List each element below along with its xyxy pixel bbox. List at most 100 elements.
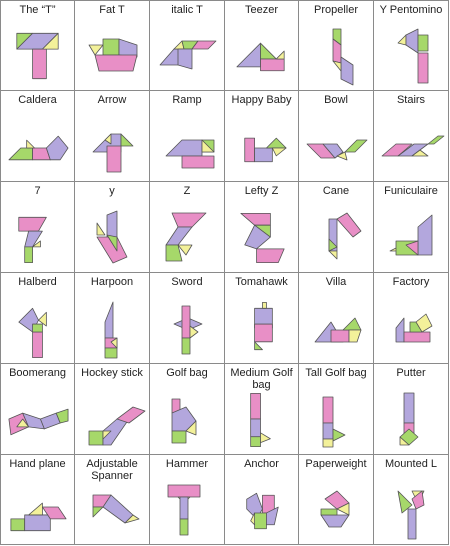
green-piece — [181, 337, 191, 355]
purple-piece — [236, 42, 261, 68]
cell-label: Villa — [325, 276, 347, 288]
purple-piece — [104, 301, 114, 339]
yellow-piece — [189, 325, 199, 339]
purple-piece — [407, 508, 417, 540]
cell-label: Medium Golf bag — [230, 367, 293, 391]
tangram-figure — [152, 207, 222, 269]
purple-piece — [118, 38, 138, 58]
tangram-figure — [152, 389, 222, 451]
pink-piece — [417, 52, 429, 84]
green-piece — [8, 147, 33, 161]
yellow-piece — [411, 149, 429, 157]
pink-piece — [254, 323, 273, 343]
yellow-piece — [399, 436, 410, 446]
yellow-piece — [102, 430, 112, 440]
tangram-figure — [152, 25, 222, 87]
puzzle-cell: Mounted L — [374, 455, 449, 545]
cell-label: Fat T — [99, 4, 125, 16]
puzzle-cell: Cane — [299, 182, 374, 273]
green-piece — [254, 512, 267, 530]
pink-piece — [181, 305, 191, 339]
puzzle-cell: Halberd — [0, 273, 75, 364]
cell-label: Hockey stick — [81, 367, 143, 379]
cell-label: Bowl — [324, 94, 348, 106]
tangram-figure — [77, 25, 147, 87]
pink-piece — [411, 490, 425, 510]
tangram-figure — [376, 298, 446, 360]
puzzle-cell: Bowl — [299, 91, 374, 182]
tangram-figure — [301, 298, 371, 360]
green-piece — [417, 34, 429, 52]
cell-label: Y Pentomino — [379, 4, 443, 16]
purple-piece — [45, 135, 69, 161]
pink-piece — [260, 58, 285, 72]
pink-piece — [244, 137, 255, 163]
green-piece — [344, 139, 368, 153]
cell-label: Golf bag — [166, 367, 208, 379]
purple-piece — [266, 506, 279, 526]
tangram-figure — [152, 479, 222, 541]
green-piece — [102, 38, 120, 56]
yellow-piece — [28, 502, 43, 516]
cell-label: Adjustable Spanner — [86, 458, 138, 482]
cell-label: Tall Golf bag — [305, 367, 367, 379]
puzzle-cell: Medium Golf bag — [225, 364, 299, 455]
yellow-piece — [250, 512, 255, 526]
yellow-piece — [32, 240, 41, 248]
pink-piece — [322, 396, 334, 424]
puzzle-cell: Putter — [374, 364, 449, 455]
cell-label: Happy Baby — [231, 94, 292, 106]
puzzle-cell: 7 — [0, 182, 75, 273]
pink-piece — [32, 331, 43, 358]
cell-label: Teezer — [244, 4, 279, 16]
green-piece — [120, 133, 134, 147]
yellow-piece — [16, 418, 30, 428]
puzzle-cell: Z — [150, 182, 225, 273]
pink-piece — [250, 392, 261, 420]
pink-piece — [116, 406, 146, 424]
yellow-piece — [322, 438, 334, 448]
green-piece — [266, 137, 287, 149]
green-piece — [332, 428, 346, 442]
puzzle-cell: Paperweight — [299, 455, 374, 545]
yellow-piece — [96, 222, 106, 236]
tangram-figure — [227, 389, 296, 451]
yellow-piece — [201, 139, 215, 153]
tangram-figure — [376, 116, 446, 178]
puzzle-cell: The “T” — [0, 0, 75, 91]
pink-piece — [330, 329, 350, 343]
tangram-figure — [301, 116, 371, 178]
tangram-figure — [77, 479, 147, 541]
green-piece — [254, 341, 263, 351]
puzzle-cell: Fat T — [75, 0, 150, 91]
purple-piece — [165, 139, 203, 157]
tangram-figure — [3, 25, 72, 87]
tangram-figure — [152, 298, 222, 360]
purple-piece — [417, 214, 433, 256]
puzzle-cell: Happy Baby — [225, 91, 299, 182]
tangram-figure — [227, 116, 296, 178]
purple-piece — [320, 514, 350, 528]
purple-piece — [395, 317, 405, 343]
tangram-figure — [152, 116, 222, 178]
puzzle-cell: Boomerang — [0, 364, 75, 455]
purple-piece — [24, 514, 51, 532]
green-piece — [88, 430, 104, 446]
tangram-figure — [301, 389, 371, 451]
yellow-piece — [348, 329, 362, 343]
yellow-piece — [271, 147, 287, 157]
tangram-figure — [376, 207, 446, 269]
tangram-figure — [3, 207, 72, 269]
purple-piece — [322, 143, 344, 159]
purple-piece — [106, 210, 118, 238]
puzzle-cell: Hockey stick — [75, 364, 150, 455]
pink-piece — [256, 248, 285, 264]
yellow-piece — [88, 44, 104, 56]
green-piece — [328, 238, 338, 252]
cell-label: Arrow — [97, 94, 127, 106]
tangram-figure — [3, 298, 72, 360]
cell-label: Lefty Z — [244, 185, 279, 197]
cell-label: y — [109, 185, 115, 197]
green-piece — [165, 244, 183, 262]
